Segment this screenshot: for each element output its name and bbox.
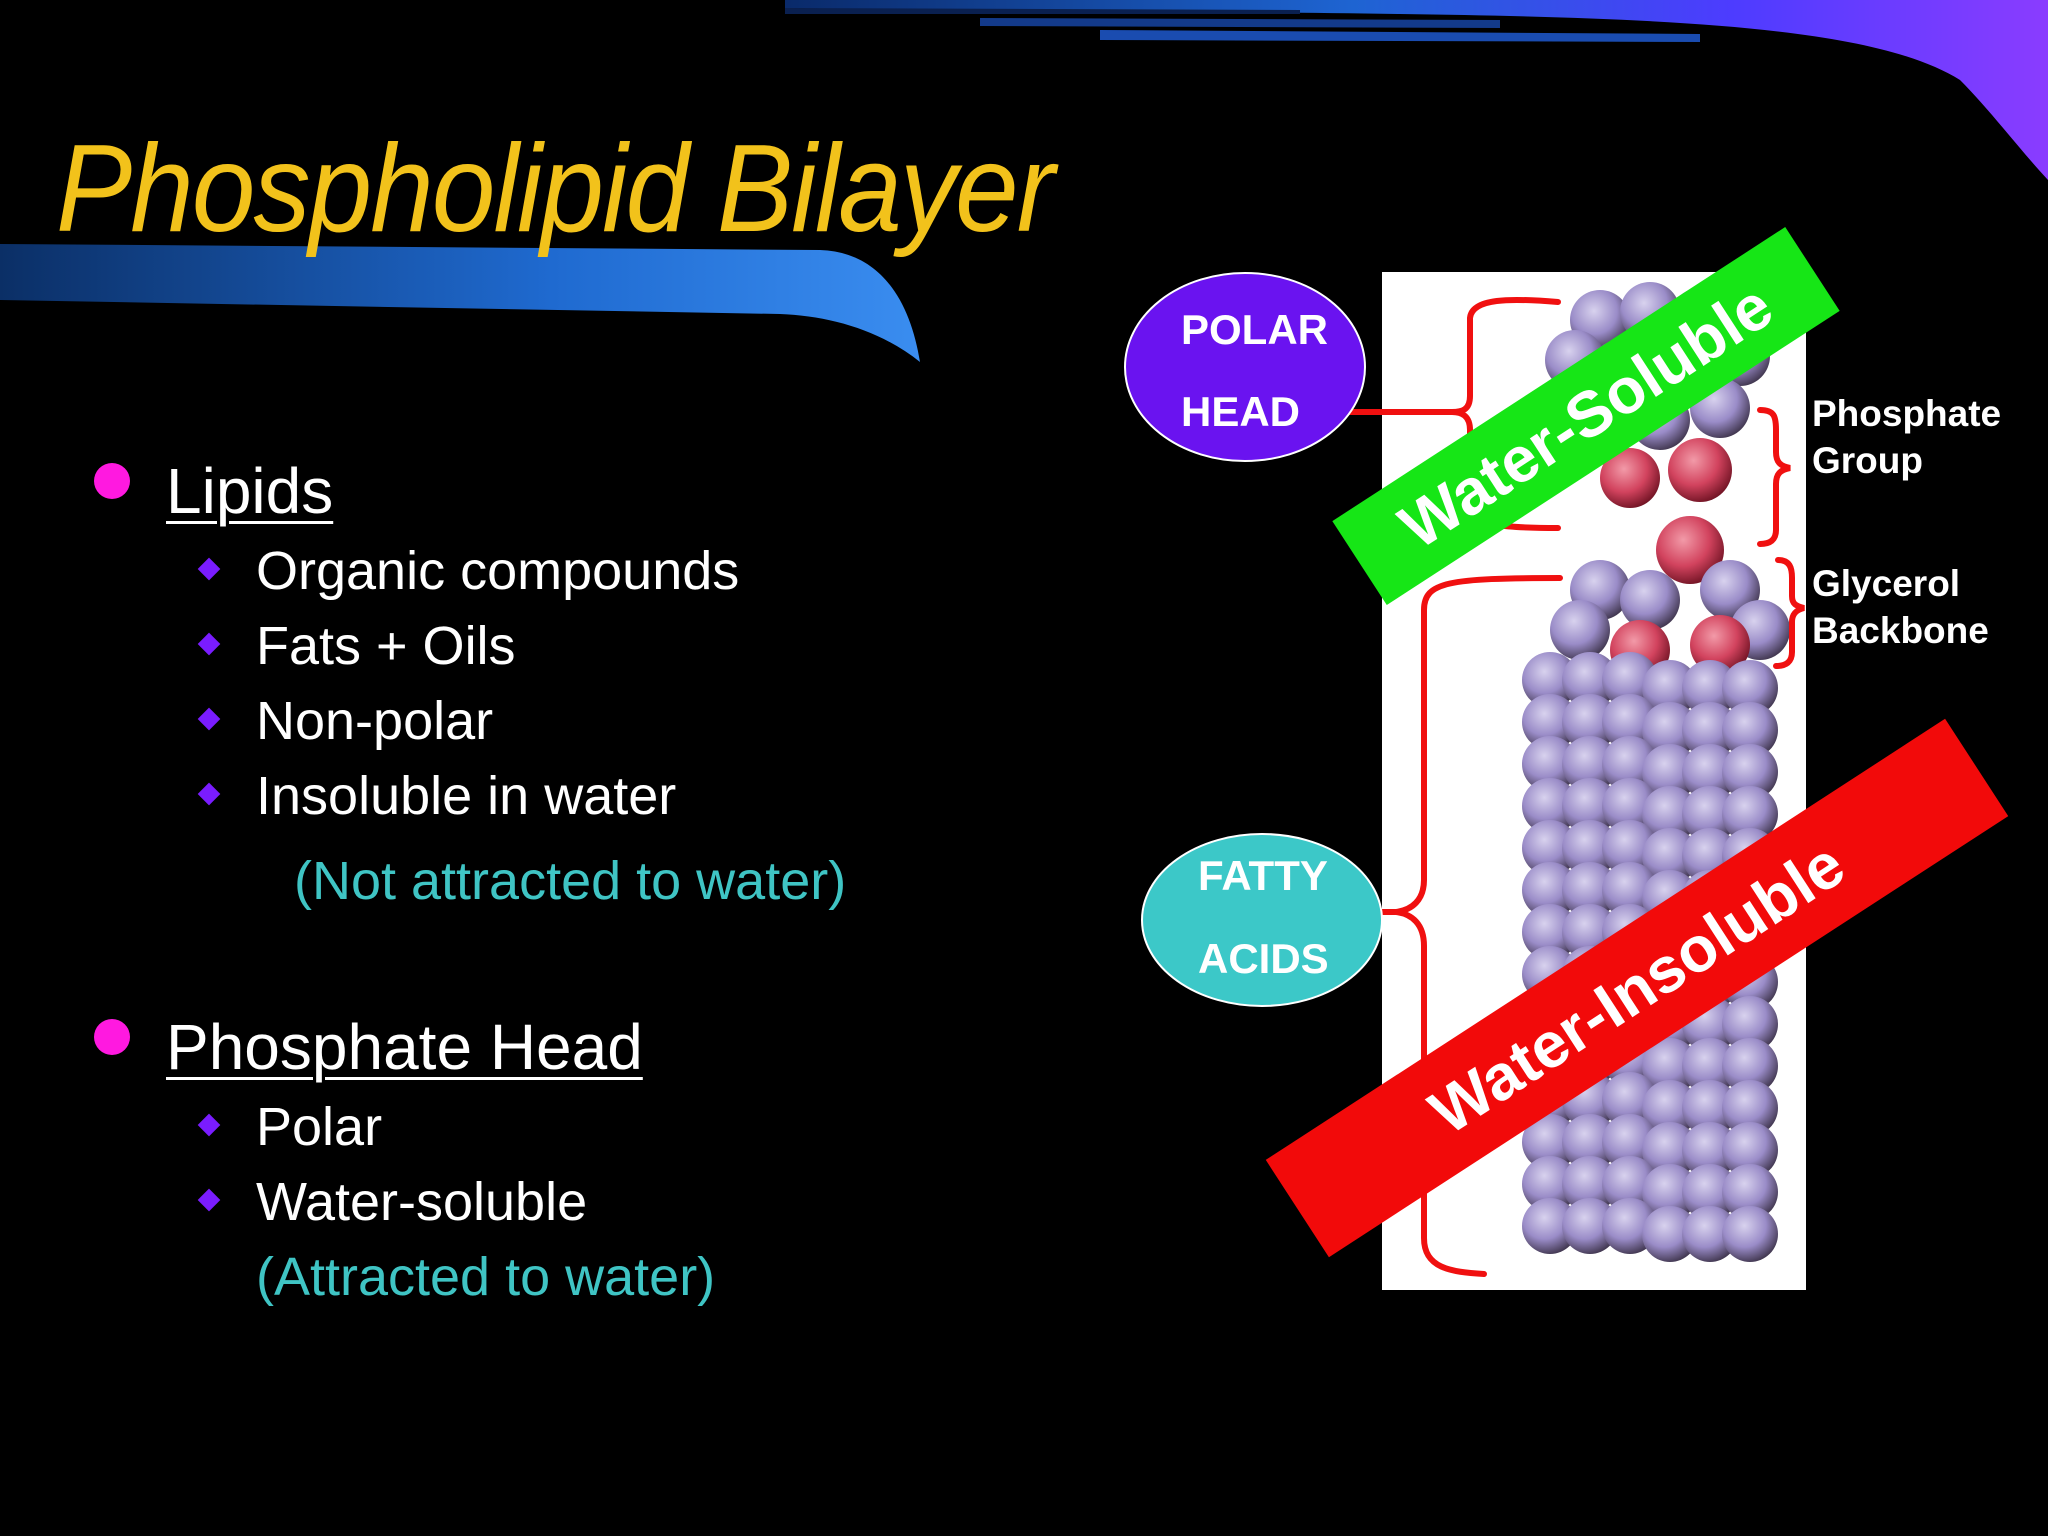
carbon-atom bbox=[1682, 1164, 1738, 1220]
carbon-atom bbox=[1522, 904, 1578, 960]
carbon-atom bbox=[1642, 1080, 1698, 1136]
carbon-atom bbox=[1562, 1114, 1618, 1170]
bullet-lipids-heading: Lipids bbox=[166, 455, 334, 527]
carbon-atom bbox=[1682, 1080, 1738, 1136]
carbon-atom bbox=[1722, 702, 1778, 758]
carbon-atom bbox=[1522, 694, 1578, 750]
bullet-dot-icon bbox=[94, 463, 130, 499]
carbon-atom bbox=[1642, 786, 1698, 842]
carbon-atom bbox=[1562, 1198, 1618, 1254]
bullet-note: (Not attracted to water) bbox=[294, 851, 847, 911]
carbon-atom bbox=[1562, 652, 1618, 708]
bullet-dot-icon bbox=[94, 1019, 130, 1055]
carbon-atom bbox=[1682, 786, 1738, 842]
polar-head-ellipse bbox=[1124, 272, 1366, 462]
carbon-atom bbox=[1682, 702, 1738, 758]
oxygen-atom bbox=[1690, 615, 1750, 675]
carbon-atom bbox=[1642, 1122, 1698, 1178]
carbon-atom bbox=[1642, 1038, 1698, 1094]
carbon-atom bbox=[1522, 778, 1578, 834]
carbon-atom bbox=[1562, 862, 1618, 918]
fatty-acids-label-line1: FATTY bbox=[1198, 852, 1328, 899]
carbon-atom bbox=[1620, 570, 1680, 630]
carbon-atom bbox=[1722, 1164, 1778, 1220]
bullet-note: (Attracted to water) bbox=[256, 1247, 716, 1307]
carbon-atom bbox=[1682, 660, 1738, 716]
carbon-atom bbox=[1562, 736, 1618, 792]
carbon-atom bbox=[1722, 996, 1778, 1052]
phosphate-group-label: Phosphate Group bbox=[1812, 393, 2002, 481]
carbon-atom bbox=[1522, 1198, 1578, 1254]
glycerol-backbone-label: Glycerol Backbone bbox=[1812, 563, 1989, 651]
slide-title: Phospholipid Bilayer bbox=[56, 120, 1055, 258]
carbon-atom bbox=[1722, 1080, 1778, 1136]
bullet-item: Insoluble in water bbox=[256, 766, 677, 826]
carbon-atom bbox=[1642, 702, 1698, 758]
bullet-item: Water-soluble bbox=[256, 1172, 588, 1232]
carbon-atom bbox=[1562, 694, 1618, 750]
carbon-atom bbox=[1722, 786, 1778, 842]
carbon-atom bbox=[1682, 1038, 1738, 1094]
carbon-atom bbox=[1562, 1156, 1618, 1212]
fatty-acids-label-line2: ACIDS bbox=[1198, 935, 1329, 982]
carbon-atom bbox=[1642, 660, 1698, 716]
bullet-item: Fats + Oils bbox=[256, 616, 516, 676]
carbon-atom bbox=[1682, 744, 1738, 800]
carbon-atom bbox=[1682, 1122, 1738, 1178]
carbon-atom bbox=[1722, 660, 1778, 716]
carbon-atom bbox=[1522, 1156, 1578, 1212]
carbon-atom bbox=[1722, 1122, 1778, 1178]
bullet-phosphate-heading: Phosphate Head bbox=[166, 1011, 643, 1083]
carbon-atom bbox=[1562, 820, 1618, 876]
carbon-atom bbox=[1522, 652, 1578, 708]
polar-head-label-line2: HEAD bbox=[1181, 388, 1301, 435]
bullet-item: Non-polar bbox=[256, 691, 494, 751]
bullet-item: Polar bbox=[256, 1097, 383, 1157]
carbon-atom bbox=[1722, 744, 1778, 800]
carbon-atom bbox=[1642, 744, 1698, 800]
oxygen-atom bbox=[1600, 448, 1660, 508]
carbon-atom bbox=[1722, 1206, 1778, 1262]
carbon-atom bbox=[1522, 736, 1578, 792]
carbon-atom bbox=[1562, 778, 1618, 834]
carbon-atom bbox=[1522, 1114, 1578, 1170]
polar-head-label-line1: POLAR bbox=[1181, 306, 1328, 353]
fatty-acids-ellipse bbox=[1141, 833, 1383, 1007]
carbon-atom bbox=[1682, 1206, 1738, 1262]
carbon-atom bbox=[1642, 1164, 1698, 1220]
carbon-atom bbox=[1722, 1038, 1778, 1094]
carbon-atom bbox=[1522, 862, 1578, 918]
carbon-atom bbox=[1522, 820, 1578, 876]
carbon-atom bbox=[1642, 828, 1698, 884]
carbon-atom bbox=[1642, 1206, 1698, 1262]
oxygen-atom bbox=[1668, 438, 1732, 502]
carbon-atom bbox=[1550, 600, 1610, 660]
oxygen-atom bbox=[1656, 516, 1724, 584]
bullet-item: Organic compounds bbox=[256, 541, 740, 601]
